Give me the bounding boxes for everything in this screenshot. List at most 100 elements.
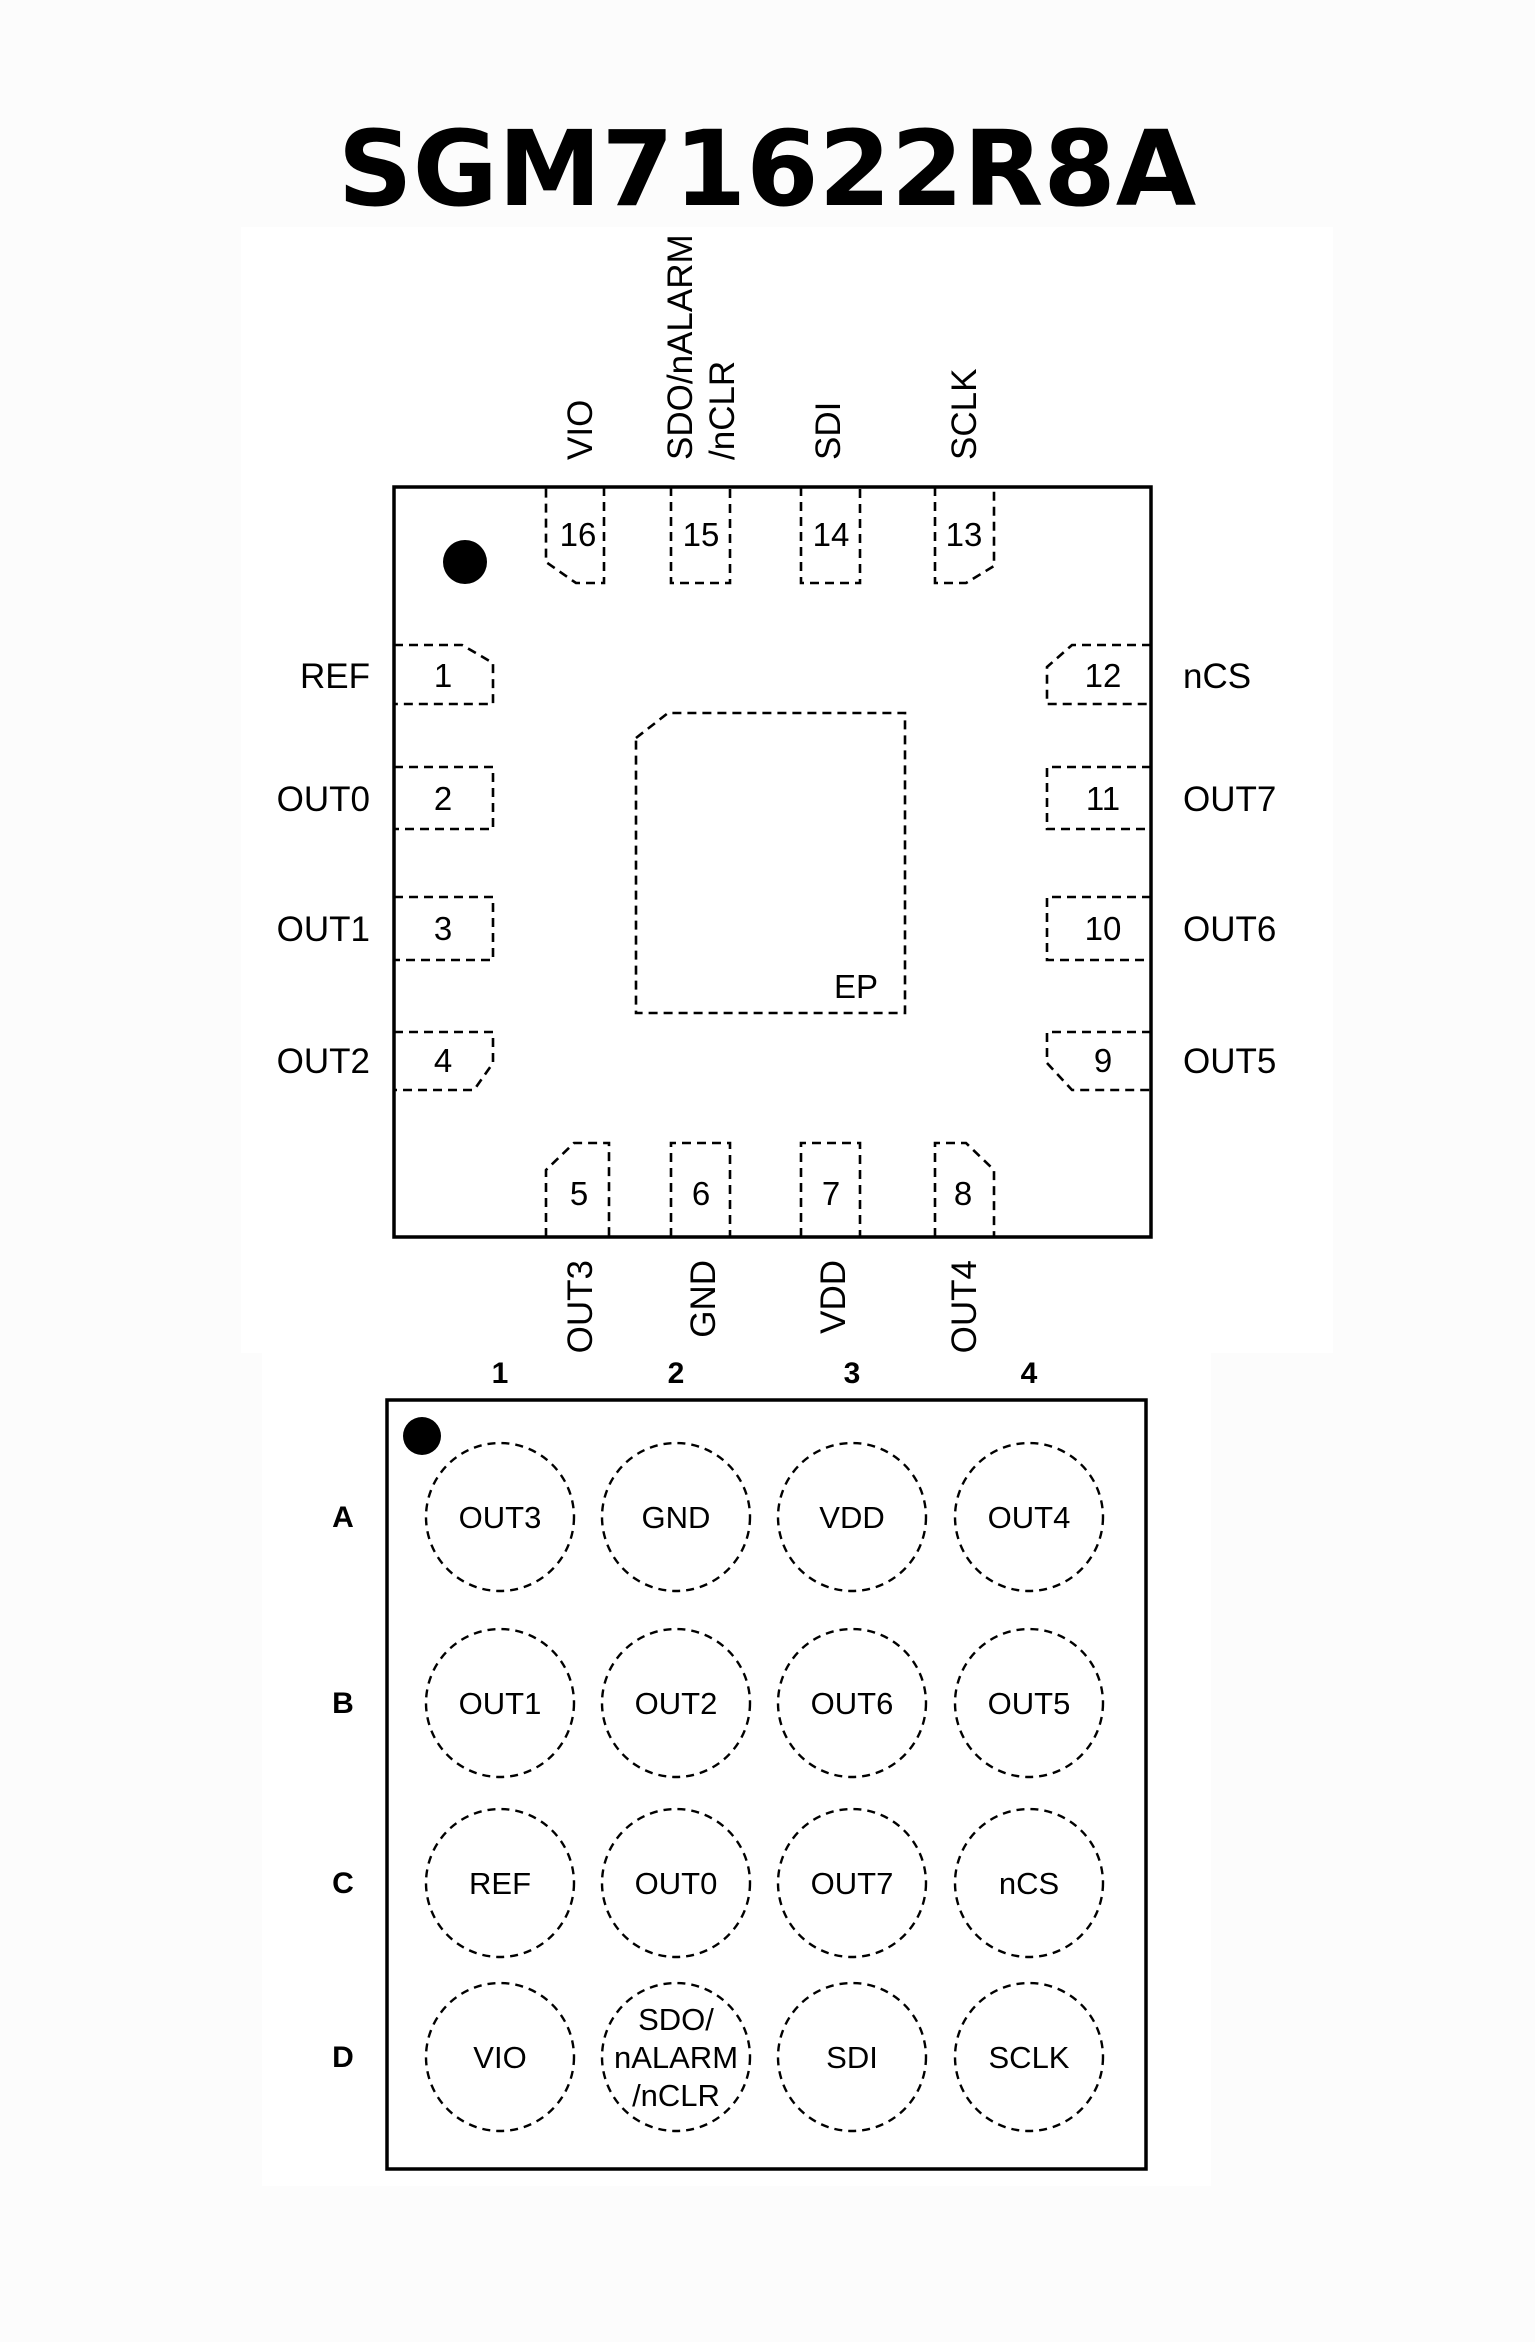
pad-outline	[1045, 643, 1151, 706]
qfn-pin-7: 7 VDD	[799, 1141, 862, 1334]
row-label-c: C	[332, 1867, 354, 1900]
qfn-pin-5: 5 OUT3	[544, 1141, 611, 1353]
pin-number: 9	[1094, 1042, 1112, 1079]
ball-outline	[953, 1627, 1105, 1779]
qfn-pin-8: 8 OUT4	[933, 1141, 996, 1353]
pin-name: SCLK	[945, 369, 984, 460]
ball-outline	[776, 1627, 928, 1779]
column-label-4: 4	[1021, 1357, 1038, 1390]
pin-name: OUT2	[277, 1042, 370, 1081]
ball-outline	[424, 1627, 576, 1779]
pad-outline	[933, 1141, 996, 1237]
pin-number: 4	[434, 1042, 452, 1079]
pin-number: 14	[813, 516, 850, 553]
pad-outline	[394, 765, 495, 831]
pin-name: OUT6	[1183, 910, 1276, 949]
ball-signal-name: OUT5	[988, 1686, 1071, 1721]
pad-outline	[933, 487, 996, 585]
qfn-pin-11: 11 OUT7	[1045, 765, 1276, 831]
pin-number: 10	[1085, 910, 1122, 947]
pin-name: REF	[300, 657, 370, 696]
ball-a1-indicator-dot	[403, 1417, 441, 1455]
ball-c4: nCS	[953, 1807, 1105, 1959]
ball-outline	[953, 1981, 1105, 2133]
column-label-1: 1	[492, 1357, 509, 1390]
ball-signal-name: OUT2	[635, 1686, 718, 1721]
pad-outline	[394, 895, 495, 962]
ball-outline	[776, 1981, 928, 2133]
pin-number: 8	[954, 1175, 972, 1212]
qfn-pin-10: 10 OUT6	[1045, 895, 1276, 962]
ball-signal-name: GND	[642, 1500, 711, 1535]
ball-d3: SDI	[776, 1981, 928, 2133]
ball-outline	[953, 1807, 1105, 1959]
ball-signal-name: SDI	[826, 2040, 878, 2075]
ball-signal-name: OUT1	[459, 1686, 542, 1721]
ball-outline	[953, 1441, 1105, 1593]
pin-name: SDI	[809, 402, 848, 460]
exposed-pad	[634, 711, 907, 1015]
pin-name: OUT7	[1183, 780, 1276, 819]
qfn-pin-3: 3 OUT1	[277, 895, 495, 962]
pin-name: OUT4	[945, 1260, 984, 1353]
qfn-pin-1: 1 REF	[300, 643, 495, 706]
qfn-pin-15: 15 SDO/nALARM /nCLR	[661, 234, 742, 585]
pad-outline	[1045, 765, 1151, 831]
qfn-panel	[241, 227, 1333, 1353]
ball-b2: OUT2	[600, 1627, 752, 1779]
ball-signal-name: OUT7	[811, 1866, 894, 1901]
pad-outline	[1045, 895, 1151, 962]
ball-d4: SCLK	[953, 1981, 1105, 2133]
pin-name: OUT5	[1183, 1042, 1276, 1081]
pin-number: 12	[1085, 657, 1122, 694]
ball-a1: OUT3	[424, 1441, 576, 1593]
ball-outline	[776, 1441, 928, 1593]
pin-name: nCS	[1183, 657, 1251, 696]
pin-name: VIO	[561, 400, 600, 460]
ball-signal-name: OUT6	[811, 1686, 894, 1721]
ball-signal-name: SDO/	[638, 2002, 714, 2037]
ball-d2: SDO/nALARM/nCLR	[600, 1981, 752, 2133]
pin-number: 15	[683, 516, 720, 553]
qfn-package: EP 1 REF 2 OUT0 3 OUT1 4 OUT2 5 OUT3	[277, 234, 1277, 1353]
ball-a4: OUT4	[953, 1441, 1105, 1593]
pin-name: OUT1	[277, 910, 370, 949]
pad-outline	[394, 643, 495, 706]
row-label-a: A	[332, 1501, 354, 1534]
pin-name: SDO/nALARM	[661, 234, 700, 460]
pin1-indicator-dot	[443, 540, 487, 584]
ball-signal-name: /nCLR	[632, 2078, 720, 2113]
wlcsp-panel	[262, 1353, 1211, 2186]
pin-number: 3	[434, 910, 452, 947]
part-number-title: SGM71622R8A	[338, 108, 1197, 230]
pin-name: GND	[684, 1260, 723, 1338]
pad-outline	[394, 1030, 495, 1092]
ball-b4: OUT5	[953, 1627, 1105, 1779]
ball-b1: OUT1	[424, 1627, 576, 1779]
ball-outline	[424, 1981, 576, 2133]
ball-a2: GND	[600, 1441, 752, 1593]
pin-number: 2	[434, 780, 452, 817]
ball-signal-name: REF	[469, 1866, 531, 1901]
qfn-pin-12: 12 nCS	[1045, 643, 1251, 706]
pad-outline	[669, 1141, 732, 1237]
row-label-d: D	[332, 2041, 354, 2074]
ball-outline	[424, 1441, 576, 1593]
column-label-2: 2	[668, 1357, 685, 1390]
column-label-3: 3	[844, 1357, 861, 1390]
pad-outline	[544, 487, 606, 585]
ball-signal-name: SCLK	[989, 2040, 1070, 2075]
wlcsp-outline	[385, 1398, 1148, 2171]
ball-signal-name: OUT4	[988, 1500, 1071, 1535]
ball-a3: VDD	[776, 1441, 928, 1593]
pad-outline	[669, 487, 732, 585]
qfn-pin-6: 6 GND	[669, 1141, 732, 1338]
pin-number: 6	[692, 1175, 710, 1212]
qfn-pin-13: 13 SCLK	[933, 369, 996, 585]
ball-outline	[600, 1807, 752, 1959]
qfn-outline	[392, 485, 1153, 1239]
ball-outline	[600, 1627, 752, 1779]
pad-outline	[1045, 1030, 1151, 1092]
qfn-pin-4: 4 OUT2	[277, 1030, 495, 1092]
ball-signal-name: OUT0	[635, 1866, 718, 1901]
